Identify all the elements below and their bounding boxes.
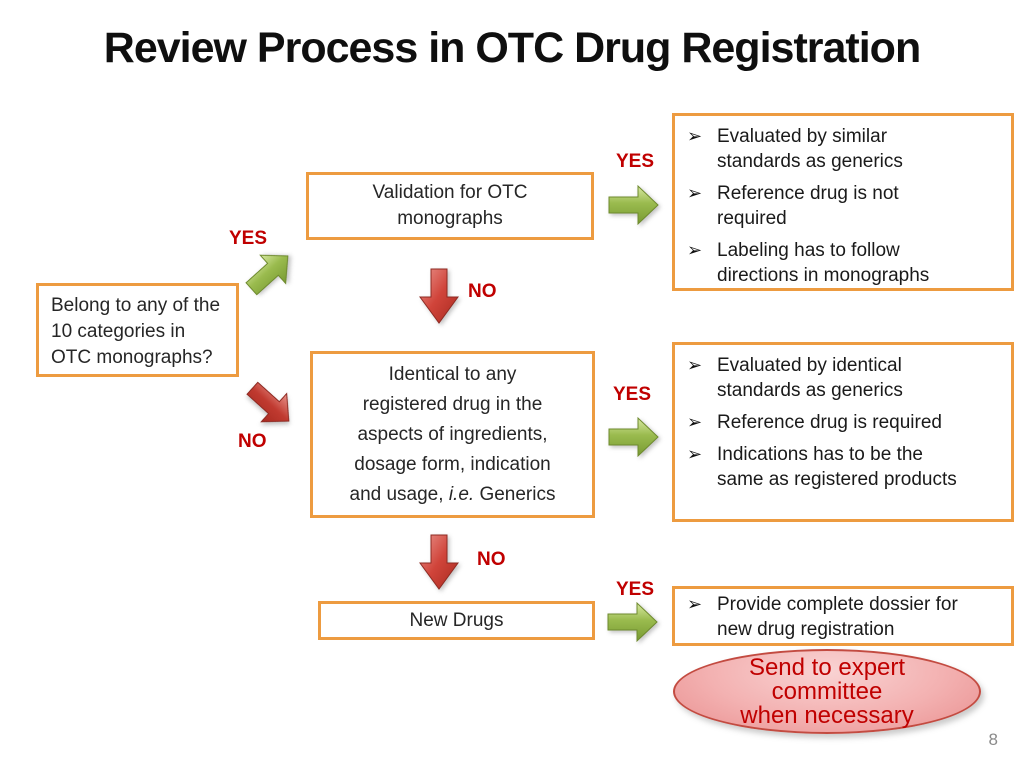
arrowhead-bullet-icon: ➢ (687, 183, 703, 203)
red-arrow-down-icon (418, 534, 460, 592)
page-number: 8 (988, 730, 998, 749)
label-yes-generics: YES (613, 384, 652, 405)
outcome-panel-generics: ➢ Evaluated by identical standards as ge… (672, 342, 1014, 522)
outcome-panel-monograph: ➢ Evaluated by similar standards as gene… (672, 113, 1014, 291)
ellipse-line: Send to expert (748, 653, 906, 681)
green-arrow-up-right-icon (236, 238, 304, 305)
bullet-item: ➢ Reference drug is required (687, 412, 942, 433)
decision-box-otc-categories: Belong to any of the 10 categories in OT… (36, 283, 239, 377)
ellipse-line: committee (771, 677, 883, 705)
label-no-generics: NO (477, 549, 506, 570)
green-arrow-right-icon (608, 183, 660, 227)
new-drugs-box-text: New Drugs (409, 609, 504, 631)
bullet-item: ➢ Labeling has to follow directions in m… (687, 240, 930, 286)
arrowhead-bullet-icon: ➢ (687, 126, 703, 146)
process-box-validation: Validation for OTC monographs (306, 172, 594, 240)
arrowhead-bullet-icon: ➢ (687, 594, 703, 614)
bullet-item: ➢ Indications has to be the same as regi… (687, 444, 957, 490)
green-arrow-right-icon (607, 600, 659, 644)
bullet-item: ➢ Evaluated by identical standards as ge… (687, 355, 903, 401)
label-no-validation: NO (468, 281, 497, 302)
arrowhead-bullet-icon: ➢ (687, 355, 703, 375)
arrowhead-bullet-icon: ➢ (687, 412, 703, 432)
ellipse-line: when necessary (740, 701, 914, 729)
decision-box-text: Belong to any of the 10 categories in OT… (51, 295, 221, 368)
label-no-categories: NO (238, 431, 267, 452)
ie-italic: i.e. (448, 483, 475, 505)
arrowhead-bullet-icon: ➢ (687, 444, 703, 464)
outcome-panel-new-drug: ➢ Provide complete dossier for new drug … (672, 586, 1014, 646)
process-box-generics: Identical to any registered drug in the … (310, 351, 595, 518)
page-title: Review Process in OTC Drug Registration (103, 24, 921, 72)
label-yes-validation: YES (616, 151, 655, 172)
bullet-item: ➢ Reference drug is not required (687, 183, 899, 229)
generics-box-text: Identical to any registered drug in the … (349, 363, 556, 505)
expert-committee-ellipse: Send to expert committee when necessary (673, 649, 981, 734)
red-arrow-down-icon (418, 268, 460, 326)
green-arrow-right-icon (608, 415, 660, 459)
bullet-item: ➢ Provide complete dossier for new drug … (687, 594, 958, 640)
bullet-item: ➢ Evaluated by similar standards as gene… (687, 126, 903, 172)
validation-box-text: Validation for OTC monographs (372, 182, 528, 229)
label-yes-categories: YES (229, 228, 268, 249)
process-box-new-drugs: New Drugs (318, 601, 595, 640)
arrowhead-bullet-icon: ➢ (687, 240, 703, 260)
red-arrow-down-right-icon (237, 371, 305, 438)
label-yes-new-drugs: YES (616, 579, 655, 600)
